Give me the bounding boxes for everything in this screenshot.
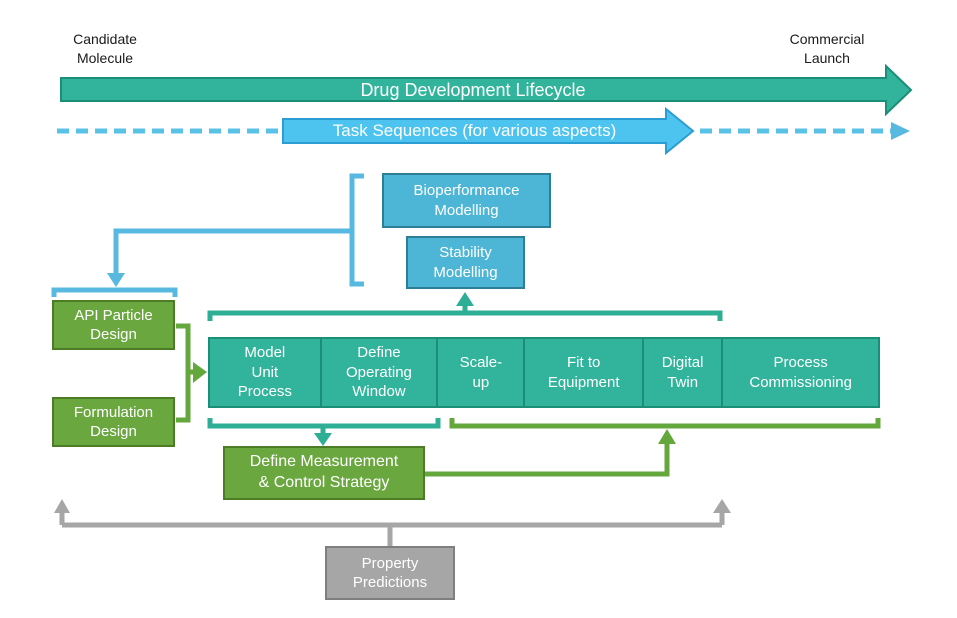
property-predictions-box: Property Predictions [325,546,455,600]
design-right-arrowhead-icon [193,362,207,383]
property-connector [59,512,725,547]
process-cell-model-unit-process: Model Unit Process [210,339,322,406]
bioperformance-modelling-box: Bioperformance Modelling [382,173,551,228]
define-measurement-control-strategy-box: Define Measurement & Control Strategy [223,446,425,500]
candidate-molecule-label: Candidate Molecule [73,31,137,66]
digitaltwin-up-arrowhead-icon [658,429,676,444]
process-cell-define-operating-window: Define Operating Window [322,339,439,406]
lifecycle-arrow [60,63,913,117]
api-down-arrowhead-icon [107,273,125,287]
scaleup-commissioning-bracket [449,418,881,429]
design-to-process-bracket [176,323,193,423]
task-sequence-arrow [282,106,695,156]
stability-up-arrowhead-icon [456,292,474,306]
task-dash-arrowhead-icon [891,122,910,140]
process-cell-digital-twin: Digital Twin [644,339,724,406]
task-arrow-label: Task Sequences (for various aspects) [332,121,617,140]
stability-modelling-box: Stability Modelling [406,236,525,289]
process-row: Model Unit Process Define Operating Wind… [208,337,880,408]
process-top-bracket [207,305,723,321]
modelling-bracket [349,173,364,287]
formulation-design-box: Formulation Design [52,397,175,447]
property-right-arrowhead-icon [713,499,731,513]
process-cell-fit-to-equipment: Fit to Equipment [525,339,644,406]
model-window-bottom-bracket [207,418,441,433]
strategy-down-arrowhead-icon [314,433,332,446]
lifecycle-arrow-label: Drug Development Lifecycle [360,80,586,100]
api-particle-design-box: API Particle Design [52,300,175,350]
process-cell-scale-up: Scale- up [438,339,526,406]
strategy-to-digitaltwin-connector [425,444,670,477]
commercial-launch-label: Commercial Launch [789,31,865,66]
modelling-to-api-connector [113,228,352,273]
property-left-arrowhead-icon [54,499,70,513]
api-top-bracket [51,287,178,297]
process-cell-process-commissioning: Process Commissioning [749,354,852,391]
